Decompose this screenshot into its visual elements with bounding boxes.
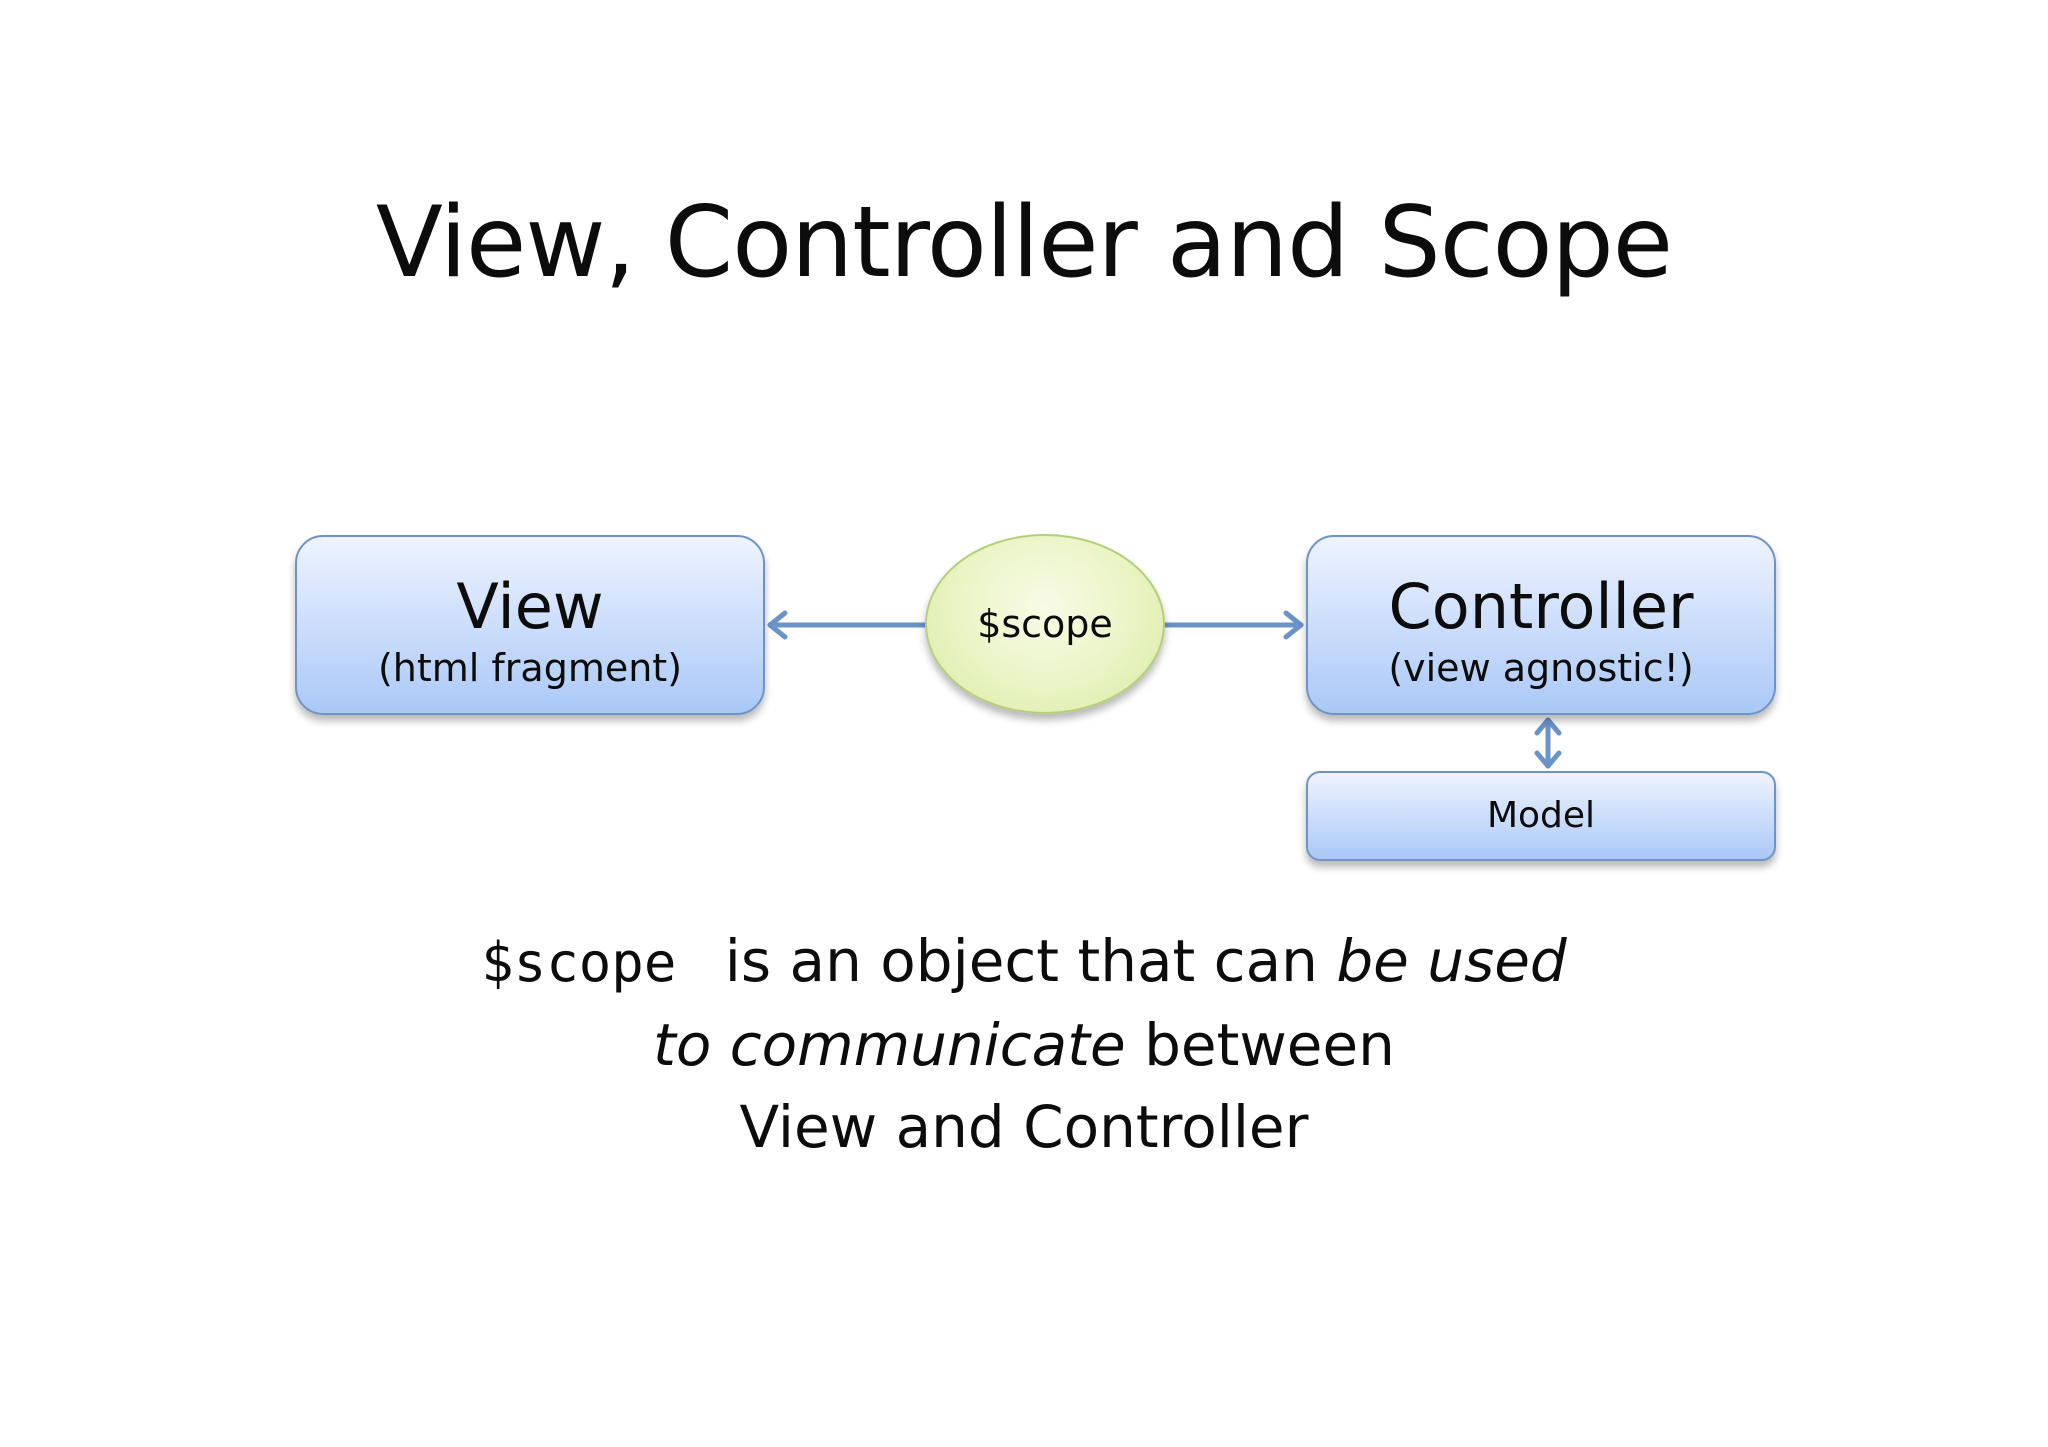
scope-node: $scope <box>925 534 1165 714</box>
controller-box-title: Controller <box>1388 570 1694 643</box>
model-box: Model <box>1306 771 1776 861</box>
caption-italic-1: be used <box>1336 927 1567 995</box>
view-box-title: View <box>456 570 604 643</box>
caption-italic-2: to communicate <box>653 1011 1126 1079</box>
caption-text-1: is an object that can <box>724 927 1318 995</box>
view-box: View (html fragment) <box>295 535 765 715</box>
scope-to-controller-arrowhead <box>1283 610 1304 640</box>
slide-title: View, Controller and Scope <box>375 186 1673 300</box>
controller-model-arrowhead-up <box>1534 717 1562 736</box>
caption-line-2: to communicate between <box>0 1004 2048 1086</box>
caption: $scope is an object that can be used to … <box>0 920 2048 1168</box>
scope-to-view-arrowhead <box>767 610 788 640</box>
caption-line-3: View and Controller <box>739 1093 1309 1161</box>
view-box-subtitle: (html fragment) <box>377 646 683 690</box>
caption-code: $scope <box>481 931 677 994</box>
controller-box-subtitle: (view agnostic!) <box>1388 646 1694 690</box>
caption-text-2: between <box>1144 1011 1395 1079</box>
controller-box: Controller (view agnostic!) <box>1306 535 1776 715</box>
controller-model-arrowhead-down <box>1534 750 1562 769</box>
caption-line-1: $scope is an object that can be used <box>0 920 2048 1004</box>
